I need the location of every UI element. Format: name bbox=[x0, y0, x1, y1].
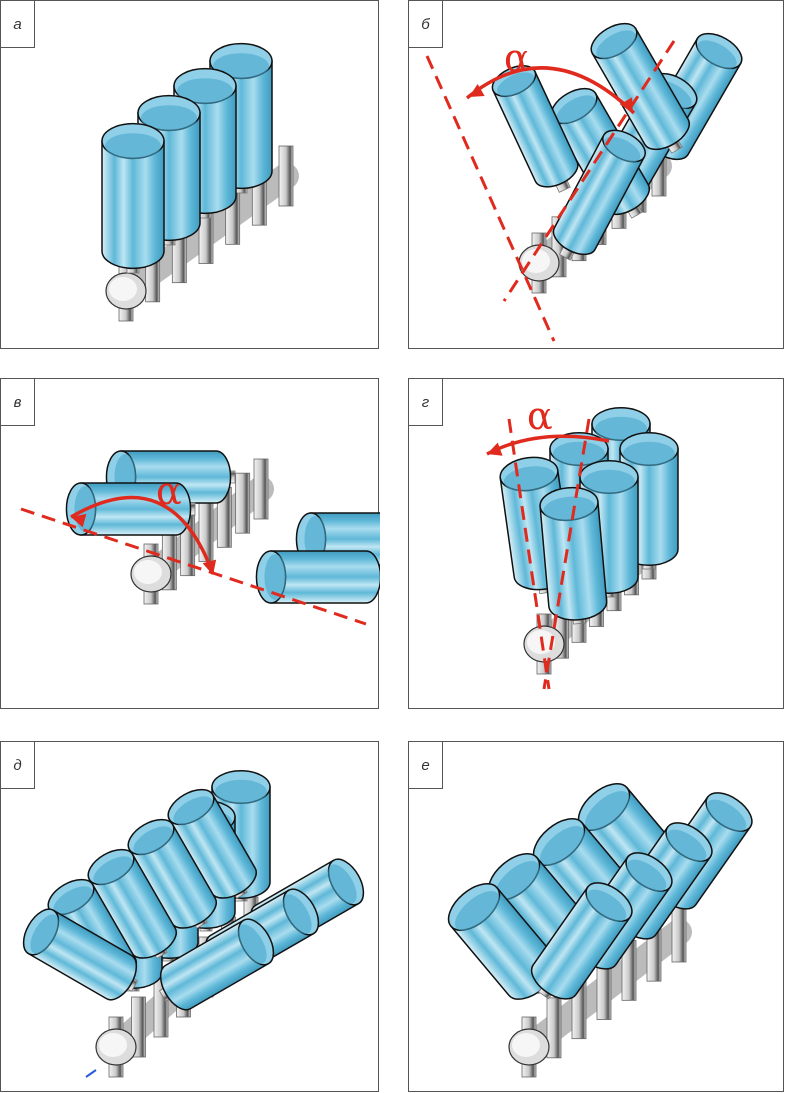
vr-engine-illustration: α bbox=[486, 394, 679, 690]
arrowhead-icon bbox=[469, 83, 485, 97]
panel-v: α в bbox=[0, 378, 380, 709]
cylinder bbox=[530, 882, 633, 1000]
inline-engine-illustration bbox=[101, 42, 299, 322]
v-engine-illustration: α bbox=[425, 22, 743, 342]
blue-mark bbox=[85, 1069, 97, 1078]
crankshaft bbox=[508, 901, 692, 1078]
cylinder-axis-line bbox=[507, 418, 551, 690]
angle-arc bbox=[465, 66, 636, 115]
cylinder bbox=[101, 122, 165, 274]
v8-engine-illustration bbox=[447, 783, 753, 1078]
panel-label: е bbox=[409, 742, 443, 789]
angle-alpha-label: α bbox=[504, 36, 530, 80]
w-engine-illustration bbox=[22, 770, 365, 1078]
panel-d: д bbox=[0, 741, 379, 1092]
cylinder-axis-line bbox=[542, 418, 591, 690]
angle-alpha-label: α bbox=[156, 469, 182, 513]
cylinder bbox=[552, 129, 646, 261]
angle-arc bbox=[70, 495, 215, 575]
angle-alpha-label: α bbox=[527, 394, 553, 438]
arrowhead-icon bbox=[619, 97, 633, 113]
arrowhead-icon bbox=[71, 513, 87, 528]
panel-b: α б bbox=[408, 0, 784, 349]
cylinder bbox=[167, 788, 257, 899]
opposed-engine-illustration: α bbox=[20, 450, 380, 626]
cylinder bbox=[539, 486, 608, 625]
cylinder-axis-line bbox=[425, 55, 556, 342]
cylinder bbox=[127, 818, 217, 929]
panel-label: д bbox=[1, 742, 35, 789]
cylinder-axis-line bbox=[20, 507, 367, 626]
panel-label: а bbox=[1, 1, 35, 48]
panel-e: е bbox=[408, 741, 784, 1092]
panel-label: г bbox=[409, 379, 443, 426]
cylinder bbox=[158, 918, 275, 1011]
cylinder bbox=[447, 883, 558, 1000]
arrowhead-icon bbox=[487, 442, 503, 456]
cylinder bbox=[22, 908, 139, 1001]
panel-g: α г bbox=[408, 378, 784, 709]
cylinder-axis-line bbox=[502, 40, 676, 302]
panel-label: в bbox=[1, 379, 35, 426]
cylinder bbox=[87, 848, 177, 959]
panel-a: а bbox=[0, 0, 379, 349]
cylinder bbox=[590, 22, 690, 154]
arrowhead-icon bbox=[202, 559, 217, 575]
cylinder bbox=[491, 65, 579, 193]
panel-label: б bbox=[409, 1, 443, 48]
